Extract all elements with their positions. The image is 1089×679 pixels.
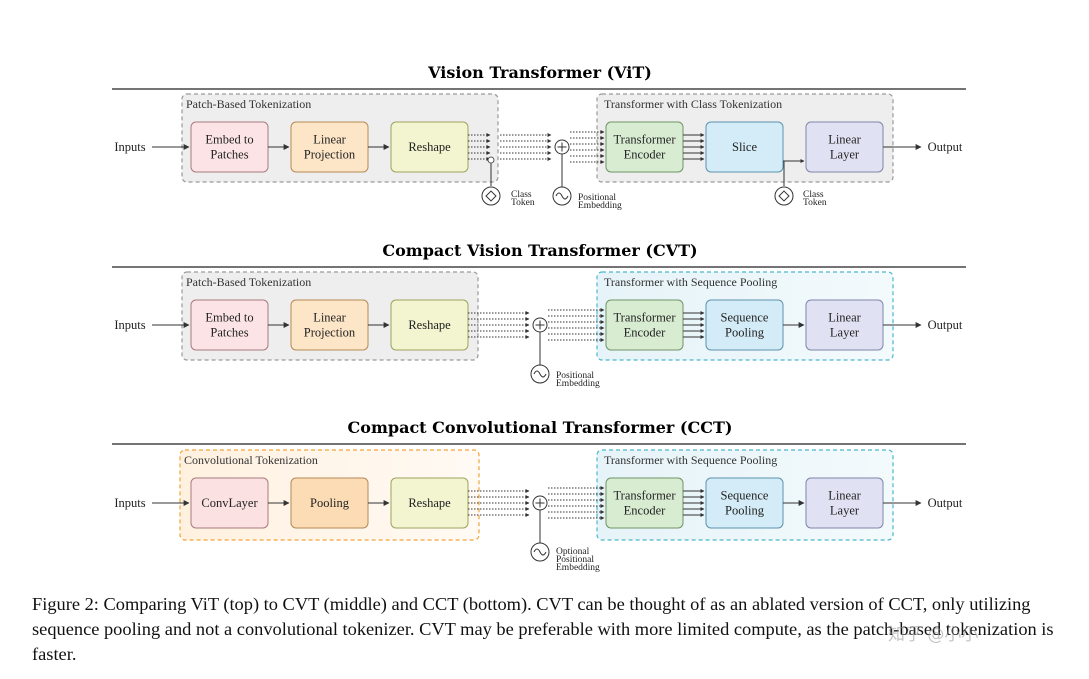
sine-curve	[533, 548, 547, 556]
diagram-title: Vision Transformer (ViT)	[427, 63, 652, 82]
transformer-group-label: Transformer with Class Tokenization	[604, 97, 782, 111]
transformer-group-label: Transformer with Sequence Pooling	[604, 453, 777, 467]
pooling-block	[705, 121, 784, 173]
output-label: Output	[928, 318, 963, 332]
class-token-icon	[481, 186, 501, 206]
diagram-3: Compact Convolutional Transformer (CCT) C…	[112, 418, 966, 573]
class-token-icon-2	[774, 186, 794, 206]
tokenizer-block-2-label: Pooling	[310, 496, 350, 510]
tokenization-group-label: Patch-Based Tokenization	[186, 275, 311, 289]
inputs-label: Inputs	[114, 140, 145, 154]
watermark: 知乎 @小小	[888, 625, 979, 645]
inputs-label: Inputs	[114, 318, 145, 332]
diagram-title: Compact Vision Transformer (CVT)	[382, 241, 697, 260]
reshape-block-label: Reshape	[408, 496, 451, 510]
class-token-diamond	[485, 190, 497, 202]
output-label: Output	[928, 496, 963, 510]
transformer-group-label: Transformer with Sequence Pooling	[604, 275, 777, 289]
pooling-block-label: Slice	[732, 140, 757, 154]
reshape-block-label: Reshape	[408, 318, 451, 332]
architecture-figure: Vision Transformer (ViT) Patch-Based Toke…	[112, 63, 966, 573]
reshape-block-label: Reshape	[408, 140, 451, 154]
tokenizer-block-1-label: ConvLayer	[201, 496, 258, 510]
sine-curve	[533, 370, 547, 378]
diagram-2: Compact Vision Transformer (CVT) Patch-Ba…	[112, 241, 966, 389]
figure-caption: Figure 2: Comparing ViT (top) to CVT (mi…	[32, 594, 1054, 664]
class-token-merge-node	[487, 156, 495, 164]
tokenization-group-label: Patch-Based Tokenization	[186, 97, 311, 111]
inputs-label: Inputs	[114, 496, 145, 510]
diagram-1: Vision Transformer (ViT) Patch-Based Toke…	[112, 63, 966, 211]
class-token-diamond-2	[778, 190, 790, 202]
tokenization-group-label: Convolutional Tokenization	[184, 453, 318, 467]
diagram-title: Compact Convolutional Transformer (CCT)	[348, 418, 733, 437]
sine-curve	[555, 192, 569, 200]
output-label: Output	[928, 140, 963, 154]
